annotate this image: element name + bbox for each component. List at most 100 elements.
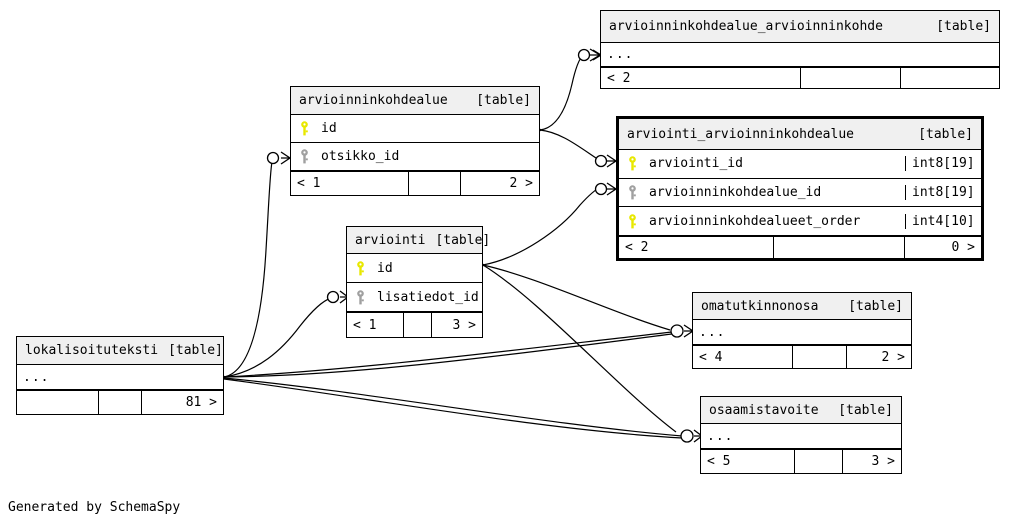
edge-line <box>223 333 673 378</box>
footer-children-count[interactable]: 2 > <box>881 349 905 365</box>
foreign-key-icon <box>619 185 645 200</box>
edge-terminator-circle <box>594 182 608 196</box>
footer-parents-count[interactable]: < 5 <box>701 450 795 473</box>
edge-line <box>539 129 597 159</box>
table-header-omatutkinnonosa: omatutkinnonosa [table] <box>693 293 911 320</box>
table-title: arvioinninkohdealue_arvioinninkohde <box>609 19 883 34</box>
column-name: id <box>321 121 337 136</box>
table-footer-arvioinninkohdealue: < 1 2 > <box>291 171 539 195</box>
crowfoot <box>606 154 618 168</box>
table-node-arvioinninkohdealue[interactable]: arvioinninkohdealue[table] id otsikko_id < … <box>290 86 540 196</box>
table-type-tag: [table] <box>848 298 903 314</box>
footer-spacer <box>793 346 847 368</box>
crowfoot <box>589 48 602 62</box>
table-column-row[interactable]: arviointi_id int8[19] <box>619 150 981 179</box>
edge-line <box>223 161 273 378</box>
table-type-tag: [table] <box>936 19 991 34</box>
column-name: otsikko_id <box>321 149 400 164</box>
edge-line <box>482 264 677 433</box>
edge-line <box>482 186 602 266</box>
footer-children-count[interactable]: 81 > <box>185 395 217 410</box>
crowfoot <box>606 182 618 196</box>
table-footer-arviointi_arvioinninkohdealue: < 2 0 > <box>619 235 981 258</box>
table-node-arvioinninkohdealue_arvioinninkohde[interactable]: arvioinninkohdealue_arvioinninkohde [tabl… <box>600 10 1000 89</box>
footer-spacer <box>795 450 843 473</box>
footer-parents-count[interactable]: < 2 <box>601 68 801 89</box>
edge-terminator-circle <box>594 154 608 168</box>
primary-key-icon <box>619 156 645 171</box>
footer-parents-count <box>17 391 99 414</box>
table-header-arvioinninkohdealue: arvioinninkohdealue[table] <box>291 87 539 115</box>
table-type-tag: [table] <box>918 126 973 142</box>
footer-children-count[interactable]: 2 > <box>509 176 533 191</box>
table-column-row[interactable]: id <box>291 115 539 143</box>
table-column-row[interactable]: otsikko_id <box>291 143 539 171</box>
footer-parents-count[interactable]: < 1 <box>291 172 409 195</box>
table-footer-arvioinninkohdealue_arvioinninkohde: < 2 <box>601 67 999 89</box>
edge-line <box>223 331 673 378</box>
column-name: lisatiedot_id <box>377 289 479 305</box>
generated-by-caption: Generated by SchemaSpy <box>8 500 181 515</box>
table-type-tag: [table] <box>435 232 491 248</box>
primary-key-icon <box>619 213 645 229</box>
table-footer-osaamistavoite: < 5 3 > <box>701 449 901 473</box>
foreign-key-icon <box>291 149 317 164</box>
table-title: omatutkinnonosa <box>701 298 819 314</box>
edge-terminator-circle <box>670 324 684 338</box>
edge-terminator-circle <box>326 290 340 304</box>
column-type: int8[19] <box>905 156 981 172</box>
edge-line <box>223 377 683 437</box>
footer-children-count[interactable]: 3 > <box>871 454 895 469</box>
table-title: lokalisoituteksti <box>25 343 159 358</box>
footer-spacer <box>409 172 461 195</box>
table-node-omatutkinnonosa[interactable]: omatutkinnonosa [table]...< 4 2 > <box>692 292 912 369</box>
edge-terminator-circle <box>266 151 280 165</box>
edge-line <box>223 378 683 439</box>
table-title: osaamistavoite <box>709 402 819 418</box>
footer-parents-count[interactable]: < 1 <box>347 313 404 337</box>
table-column-row[interactable]: arvioinninkohdealue_id int8[19] <box>619 178 981 208</box>
column-type: int8[19] <box>905 184 981 200</box>
table-type-tag: [table] <box>168 343 223 358</box>
table-node-osaamistavoite[interactable]: osaamistavoite [table]...< 5 3 > <box>700 396 902 474</box>
table-node-arviointi_arvioinninkohdealue[interactable]: arviointi_arvioinninkohdealue[table]arvi… <box>616 116 984 261</box>
column-name: id <box>377 260 393 276</box>
table-footer-arviointi: < 1 3 > <box>347 312 482 337</box>
primary-key-icon <box>347 260 373 276</box>
table-type-tag: [table] <box>838 402 893 418</box>
table-collapsed-columns: ... <box>693 320 911 345</box>
table-node-lokalisoituteksti[interactable]: lokalisoituteksti [table]... 81 > <box>16 336 224 415</box>
table-collapsed-columns: ... <box>701 424 901 449</box>
footer-children-count[interactable]: 3 > <box>452 317 476 333</box>
footer-children-count[interactable]: 0 > <box>951 239 975 255</box>
edge-terminator-circle <box>577 48 591 62</box>
footer-parents-count[interactable]: < 4 <box>693 346 793 368</box>
table-column-row[interactable]: lisatiedot_id <box>347 283 482 312</box>
table-title: arvioinninkohdealue <box>299 93 448 108</box>
footer-parents-count[interactable]: < 2 <box>619 236 774 258</box>
edge-terminator-circle <box>680 429 694 443</box>
edge-line <box>223 297 332 378</box>
table-header-arviointi: arviointi[table] <box>347 227 490 254</box>
table-column-row[interactable]: id <box>347 254 482 283</box>
footer-children-count <box>901 68 1001 89</box>
footer-spacer <box>99 391 142 414</box>
table-header-arviointi_arvioinninkohdealue: arviointi_arvioinninkohdealue [table] <box>619 119 981 150</box>
column-name: arvioinninkohdealue_id <box>649 184 822 200</box>
column-type: int4[10] <box>905 213 981 229</box>
crowfoot <box>280 151 292 165</box>
table-collapsed-columns: ... <box>601 43 999 67</box>
table-footer-lokalisoituteksti: 81 > <box>17 390 223 414</box>
foreign-key-icon <box>347 289 373 305</box>
footer-spacer <box>774 236 905 258</box>
table-header-lokalisoituteksti: lokalisoituteksti [table] <box>17 337 223 365</box>
footer-spacer <box>404 313 432 337</box>
table-node-arviointi[interactable]: arviointi[table] id lisatiedot_id < 1 3 > <box>346 226 490 338</box>
table-title: arviointi_arvioinninkohdealue <box>627 126 854 142</box>
edge-line <box>482 264 671 331</box>
edge-line <box>539 54 584 131</box>
table-collapsed-columns: ... <box>17 365 223 390</box>
column-name: arviointi_id <box>649 156 743 172</box>
